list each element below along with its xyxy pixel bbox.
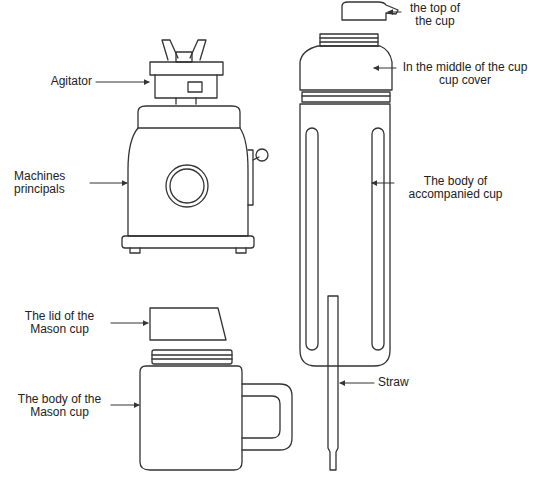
part-label: The body of the Mason cup — [12, 393, 107, 419]
leader-line — [90, 183, 127, 184]
leader-lines — [90, 12, 401, 405]
accompanied-cup-drawing — [300, 2, 398, 366]
leader-line — [96, 82, 149, 83]
mason-cup-drawing — [140, 308, 292, 470]
straw-drawing — [328, 296, 338, 470]
part-label: Machines principals — [14, 170, 86, 196]
part-label: In the middle of the cup cup cover — [400, 61, 530, 87]
part-label: The lid of the Mason cup — [12, 310, 107, 336]
main-machine-drawing — [122, 106, 268, 253]
leader-line — [374, 68, 396, 69]
part-label: the top of the cup — [405, 2, 465, 28]
leader-line — [111, 323, 148, 324]
part-label: The body of accompanied cup — [398, 175, 513, 201]
part-label: Straw — [378, 376, 438, 389]
leader-line — [388, 12, 401, 13]
part-label: Agitator — [28, 75, 92, 88]
leader-line — [111, 405, 139, 406]
agitator-drawing — [150, 40, 223, 104]
leader-line — [340, 383, 374, 384]
leader-line — [372, 183, 394, 184]
